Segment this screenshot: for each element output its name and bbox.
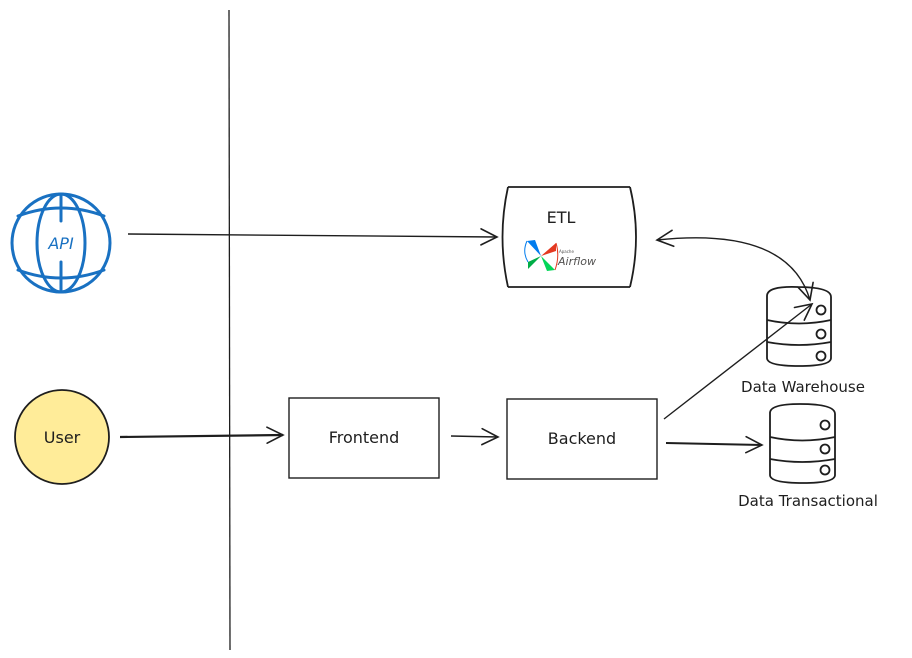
- data-warehouse-database-icon: [766, 286, 832, 367]
- data-warehouse-label: Data Warehouse: [741, 378, 865, 396]
- airflow-logo-text: Airflow: [557, 255, 596, 268]
- airflow-logo-icon: Apache Airflow: [524, 240, 596, 271]
- backend-box: [506, 398, 658, 480]
- arrow-frontend-to-backend: [450, 427, 500, 446]
- api-label: API: [47, 234, 74, 253]
- etl-cylinder: [501, 186, 637, 288]
- user-label: User: [44, 428, 81, 447]
- arrow-etl-warehouse-bidirectional: [655, 229, 814, 302]
- divider-line: [228, 9, 231, 651]
- backend-label: Backend: [548, 429, 616, 448]
- arrow-api-to-etl: [127, 228, 499, 246]
- api-globe-icon: [10, 192, 112, 294]
- user-node: [14, 389, 110, 485]
- data-transactional-label: Data Transactional: [738, 492, 878, 510]
- arrow-backend-to-warehouse: [663, 302, 814, 420]
- data-transactional-database-icon: [769, 403, 836, 484]
- frontend-box: [288, 397, 440, 479]
- frontend-label: Frontend: [329, 428, 400, 447]
- arrow-backend-to-transactional: [665, 435, 764, 454]
- airflow-logo-small: Apache: [559, 249, 574, 254]
- etl-label: ETL: [547, 208, 576, 227]
- arrow-user-to-frontend: [119, 426, 285, 444]
